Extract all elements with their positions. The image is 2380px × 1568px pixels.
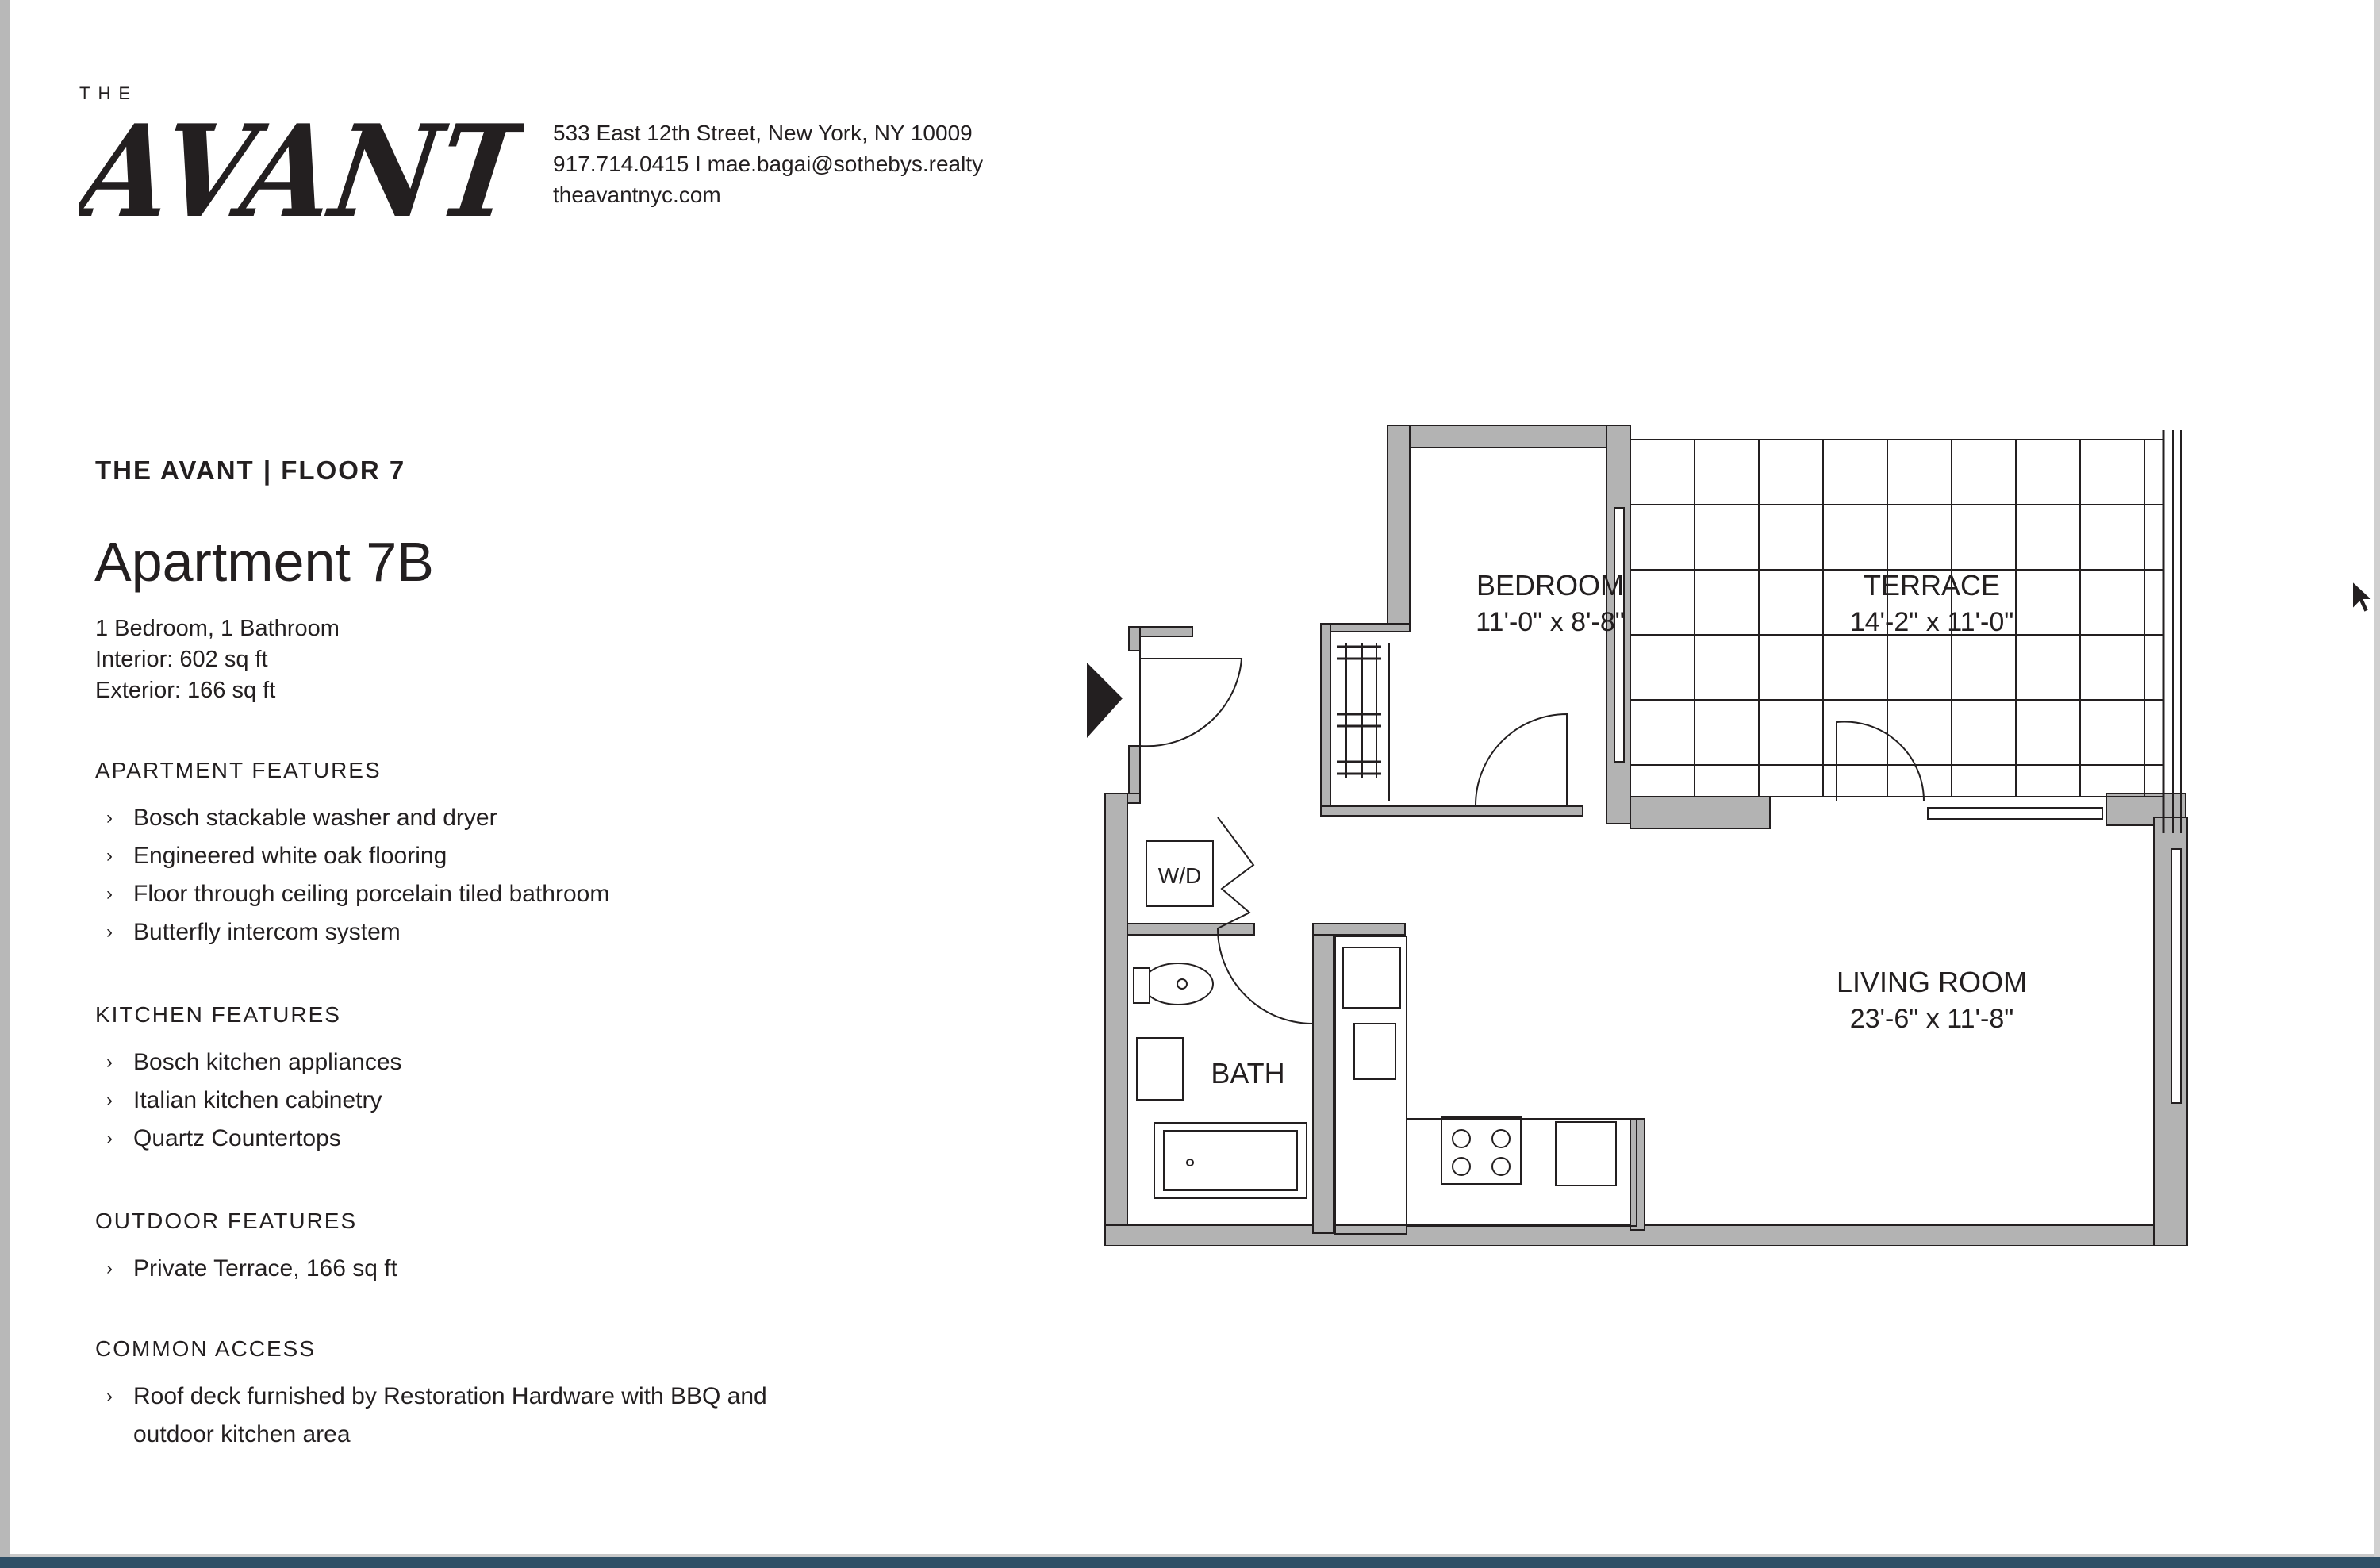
- toilet-tank-icon: [1133, 967, 1150, 1004]
- wall-segment: [1104, 1224, 2188, 1246]
- bedroom-door-icon: [1475, 713, 1568, 806]
- wall-segment: [1320, 623, 1331, 817]
- washer-dryer-icon: [1146, 840, 1214, 907]
- contact-block: 533 East 12th Street, New York, NY 10009…: [553, 117, 983, 210]
- wd-label: W/D: [1158, 863, 1201, 888]
- window-bottom-border: [10, 1554, 2374, 1557]
- rooms-text: 1 Bedroom, 1 Bathroom: [95, 616, 340, 641]
- doors: [1139, 651, 1925, 1024]
- feature-item: ›Italian kitchen cabinetry: [95, 1082, 402, 1120]
- window-bottom-bar: [0, 1557, 2380, 1568]
- feature-item: ›Roof deck furnished by Restoration Hard…: [95, 1378, 784, 1454]
- logo-wordmark: AVANT: [79, 97, 524, 244]
- wall-segment: [1312, 923, 1406, 936]
- kitchen-sink-icon: [1353, 1023, 1396, 1080]
- section-title: COMMON ACCESS: [95, 1336, 317, 1361]
- wall-segment: [1320, 805, 1583, 817]
- exterior-text: Exterior: 166 sq ft: [95, 678, 276, 703]
- section-title: OUTDOOR FEATURES: [95, 1209, 358, 1233]
- phone-email-text[interactable]: 917.714.0415 I mae.bagai@sothebys.realty: [553, 152, 984, 176]
- brand-logo: THE AVANT: [79, 83, 524, 244]
- bullet-chevron-icon: ›: [106, 807, 113, 828]
- feature-item: ›Quartz Countertops: [95, 1120, 402, 1158]
- bedroom-dims: 11'-0" x 8'-8": [1476, 607, 1625, 637]
- terrace-door-icon: [1836, 721, 1925, 802]
- sink-icon: [1136, 1037, 1184, 1101]
- bath-fixtures: [1133, 963, 1307, 1199]
- walls: [1104, 425, 2188, 1246]
- wall-segment: [1387, 425, 1411, 632]
- feature-item: ›Bosch stackable washer and dryer: [95, 799, 609, 837]
- wall-segment: [1630, 796, 1771, 829]
- entry-arrow-icon: [1087, 663, 1123, 738]
- section-title: APARTMENT FEATURES: [95, 758, 382, 782]
- kitchen-features-section: KITCHEN FEATURES ›Bosch kitchen applianc…: [95, 1002, 402, 1158]
- wall-segment: [1128, 626, 1141, 651]
- wall-segment: [1127, 923, 1255, 936]
- terrace-label: TERRACE: [1864, 569, 2000, 601]
- bullet-chevron-icon: ›: [106, 921, 113, 943]
- wall-segment: [1104, 793, 1128, 1246]
- outdoor-features-section: OUTDOOR FEATURES ›Private Terrace, 166 s…: [95, 1209, 397, 1288]
- kitchen-fixtures: [1334, 936, 1637, 1235]
- logo-name: AVANT: [79, 97, 524, 244]
- feature-item: ›Floor through ceiling porcelain tiled b…: [95, 875, 609, 913]
- terrace-dims: 14'-2" x 11'-0": [1850, 607, 2014, 637]
- bullet-chevron-icon: ›: [106, 1258, 113, 1279]
- interior-text: Interior: 602 sq ft: [95, 647, 268, 672]
- bullet-chevron-icon: ›: [106, 1128, 113, 1149]
- window-left-edge: [0, 0, 10, 1568]
- common-access-section: COMMON ACCESS ›Roof deck furnished by Re…: [95, 1336, 784, 1454]
- dishwasher-icon: [1555, 1121, 1617, 1186]
- bullet-chevron-icon: ›: [106, 1385, 113, 1407]
- window-right-edge: [2374, 0, 2380, 1568]
- living-room-label: LIVING ROOM: [1837, 966, 2027, 998]
- living-room-dims: 23'-6" x 11'-8": [1850, 1004, 2014, 1034]
- entry-door-icon: [1139, 651, 1243, 747]
- mouse-cursor-icon: [2351, 579, 2374, 614]
- refrigerator-icon: [1342, 947, 1401, 1009]
- logo-prefix: THE: [79, 83, 138, 103]
- feature-item: ›Private Terrace, 166 sq ft: [95, 1250, 397, 1288]
- bullet-chevron-icon: ›: [106, 1090, 113, 1111]
- feature-item: ›Bosch kitchen appliances: [95, 1043, 402, 1082]
- wd-bifold-door-icon: [1217, 817, 1255, 929]
- address-text: 533 East 12th Street, New York, NY 10009: [553, 121, 973, 145]
- apartment-features-section: APARTMENT FEATURES ›Bosch stackable wash…: [95, 758, 609, 951]
- bath-label: BATH: [1211, 1057, 1284, 1090]
- feature-item: ›Engineered white oak flooring: [95, 837, 609, 875]
- apartment-title: Apartment 7B: [94, 531, 434, 593]
- wall-segment: [1128, 745, 1141, 794]
- bathtub-icon: [1154, 1122, 1307, 1199]
- closet-shelving-icon: [1337, 643, 1390, 801]
- wall-segment: [1312, 923, 1334, 1234]
- terrace-tiles: [1630, 430, 2182, 833]
- floor-plan: BEDROOM 11'-0" x 8'-8" TERRACE 14'-2" x …: [1087, 425, 2188, 1246]
- floor-heading: THE AVANT | FLOOR 7: [95, 455, 406, 485]
- bedroom-label: BEDROOM: [1476, 569, 1624, 601]
- bullet-chevron-icon: ›: [106, 883, 113, 905]
- stove-icon: [1441, 1116, 1522, 1185]
- bath-door-icon: [1217, 928, 1314, 1024]
- bullet-chevron-icon: ›: [106, 1051, 113, 1073]
- website-link[interactable]: theavantnyc.com: [553, 183, 721, 207]
- feature-item: ›Butterfly intercom system: [95, 913, 609, 951]
- wall-segment: [1387, 425, 1617, 448]
- bullet-chevron-icon: ›: [106, 845, 113, 867]
- apartment-specs: 1 Bedroom, 1 Bathroom Interior: 602 sq f…: [95, 613, 340, 706]
- windows: [1614, 507, 2182, 1104]
- section-title: KITCHEN FEATURES: [95, 1002, 341, 1027]
- wall-segment: [1320, 623, 1411, 632]
